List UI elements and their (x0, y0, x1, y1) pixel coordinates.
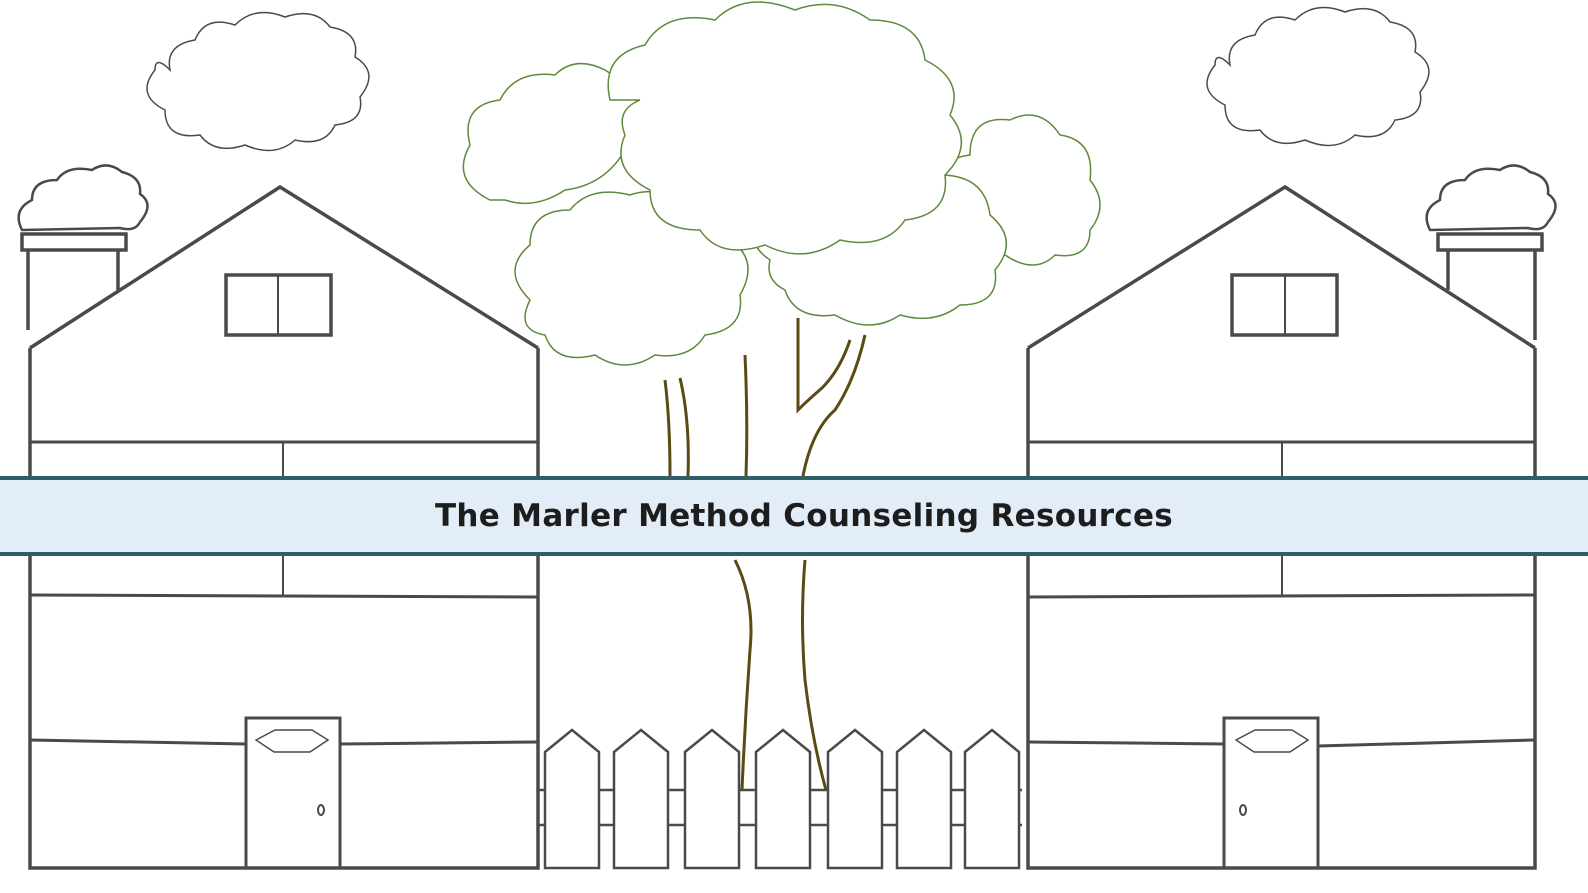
fence-picket (543, 728, 601, 870)
fence (538, 728, 1022, 870)
fence-picket (826, 728, 884, 870)
door-left (244, 716, 342, 870)
walls-right (1026, 348, 1537, 870)
cloud-right (1206, 6, 1430, 147)
door-window-left (254, 729, 330, 753)
cloud-left (146, 11, 370, 152)
chimney-left (26, 250, 120, 330)
chimney-left-cap (20, 232, 128, 252)
tree-canopy (462, 1, 1101, 366)
door-right (1222, 716, 1320, 870)
roof-right (1027, 184, 1536, 350)
walls-left (28, 348, 540, 870)
chimney-smoke-left (17, 164, 149, 232)
fence-picket (754, 728, 812, 870)
door-knob-left (317, 804, 325, 816)
door-window-right (1234, 729, 1310, 753)
banner-title: The Marler Method Counseling Resources (434, 498, 1174, 534)
chimney-right (1446, 250, 1537, 340)
fence-picket (963, 728, 1021, 870)
fence-picket (612, 728, 670, 870)
door-knob-right (1239, 804, 1247, 816)
house-right (1026, 164, 1557, 870)
tree (462, 1, 1101, 791)
chimney-right-cap (1436, 232, 1544, 252)
roof-left (29, 184, 539, 350)
chimney-smoke-right (1425, 164, 1557, 232)
tree-trunk (663, 318, 867, 791)
fence-picket (895, 728, 953, 870)
fence-picket (683, 728, 741, 870)
house-left (17, 164, 540, 870)
title-banner: The Marler Method Counseling Resources (0, 476, 1588, 556)
